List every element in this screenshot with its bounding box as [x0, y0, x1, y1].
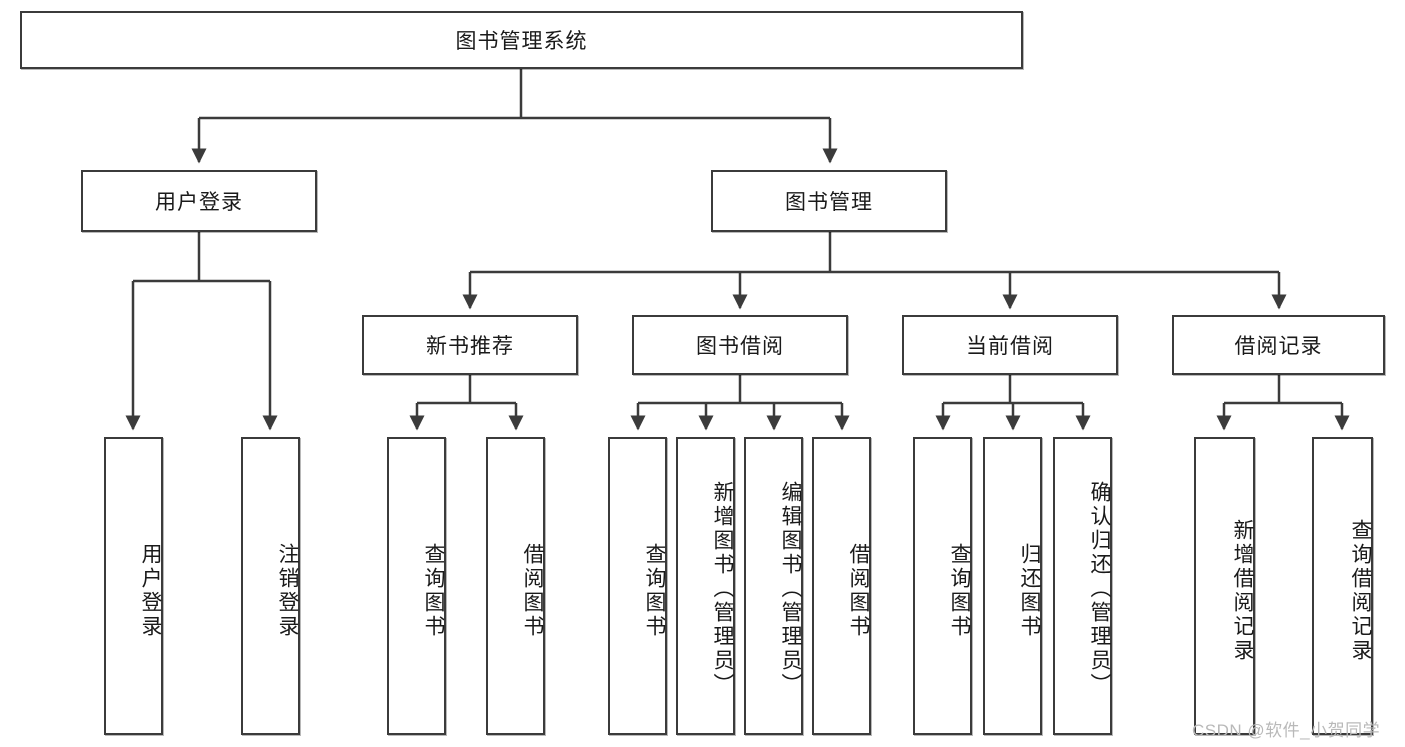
- node-book-borrow-label: 图书借阅: [696, 335, 784, 358]
- node-root-label: 图书管理系统: [455, 30, 588, 53]
- node-book-management[interactable]: 图书管理: [711, 170, 947, 232]
- leaf-query-book-borrow-label: 查询图书: [643, 543, 666, 639]
- leaf-add-borrow-record-label: 新增借阅记录: [1231, 519, 1254, 663]
- leaf-query-borrow-record[interactable]: 查询借阅记录: [1312, 437, 1373, 735]
- leaf-return-book-label: 归还图书: [1018, 543, 1041, 639]
- node-current-borrow[interactable]: 当前借阅: [902, 315, 1118, 375]
- leaf-confirm-return-admin-label: 确认归还（管理员）: [1088, 481, 1111, 697]
- leaf-user-login[interactable]: 用户登录: [104, 437, 163, 735]
- node-user-login-label: 用户登录: [155, 191, 243, 214]
- leaf-borrow-book-recommend-label: 借阅图书: [521, 543, 544, 639]
- leaf-borrow-book-label: 借阅图书: [847, 543, 870, 639]
- leaf-confirm-return-admin[interactable]: 确认归还（管理员）: [1053, 437, 1112, 735]
- leaf-query-book-recommend-label: 查询图书: [422, 543, 445, 639]
- leaf-logout-label: 注销登录: [276, 543, 299, 639]
- node-new-book-recommend[interactable]: 新书推荐: [362, 315, 578, 375]
- leaf-logout[interactable]: 注销登录: [241, 437, 300, 735]
- node-user-login[interactable]: 用户登录: [81, 170, 317, 232]
- leaf-add-borrow-record[interactable]: 新增借阅记录: [1194, 437, 1255, 735]
- node-borrow-records[interactable]: 借阅记录: [1172, 315, 1385, 375]
- leaf-edit-book-admin-label: 编辑图书（管理员）: [779, 481, 802, 697]
- leaf-query-book-borrow[interactable]: 查询图书: [608, 437, 667, 735]
- node-book-borrow[interactable]: 图书借阅: [632, 315, 848, 375]
- leaf-borrow-book[interactable]: 借阅图书: [812, 437, 871, 735]
- node-book-management-label: 图书管理: [785, 191, 873, 214]
- node-new-book-recommend-label: 新书推荐: [426, 335, 514, 358]
- node-root[interactable]: 图书管理系统: [20, 11, 1023, 69]
- leaf-query-borrow-record-label: 查询借阅记录: [1349, 519, 1372, 663]
- node-borrow-records-label: 借阅记录: [1234, 335, 1323, 358]
- leaf-edit-book-admin[interactable]: 编辑图书（管理员）: [744, 437, 803, 735]
- leaf-add-book-admin-label: 新增图书（管理员）: [711, 481, 734, 697]
- leaf-borrow-book-recommend[interactable]: 借阅图书: [486, 437, 545, 735]
- watermark: CSDN @软件_小贺同学: [1192, 721, 1381, 740]
- leaf-query-book-current-label: 查询图书: [948, 543, 971, 639]
- leaf-user-login-label: 用户登录: [139, 543, 162, 639]
- leaf-return-book[interactable]: 归还图书: [983, 437, 1042, 735]
- leaf-query-book-recommend[interactable]: 查询图书: [387, 437, 446, 735]
- leaf-query-book-current[interactable]: 查询图书: [913, 437, 972, 735]
- node-current-borrow-label: 当前借阅: [966, 335, 1054, 358]
- leaf-add-book-admin[interactable]: 新增图书（管理员）: [676, 437, 735, 735]
